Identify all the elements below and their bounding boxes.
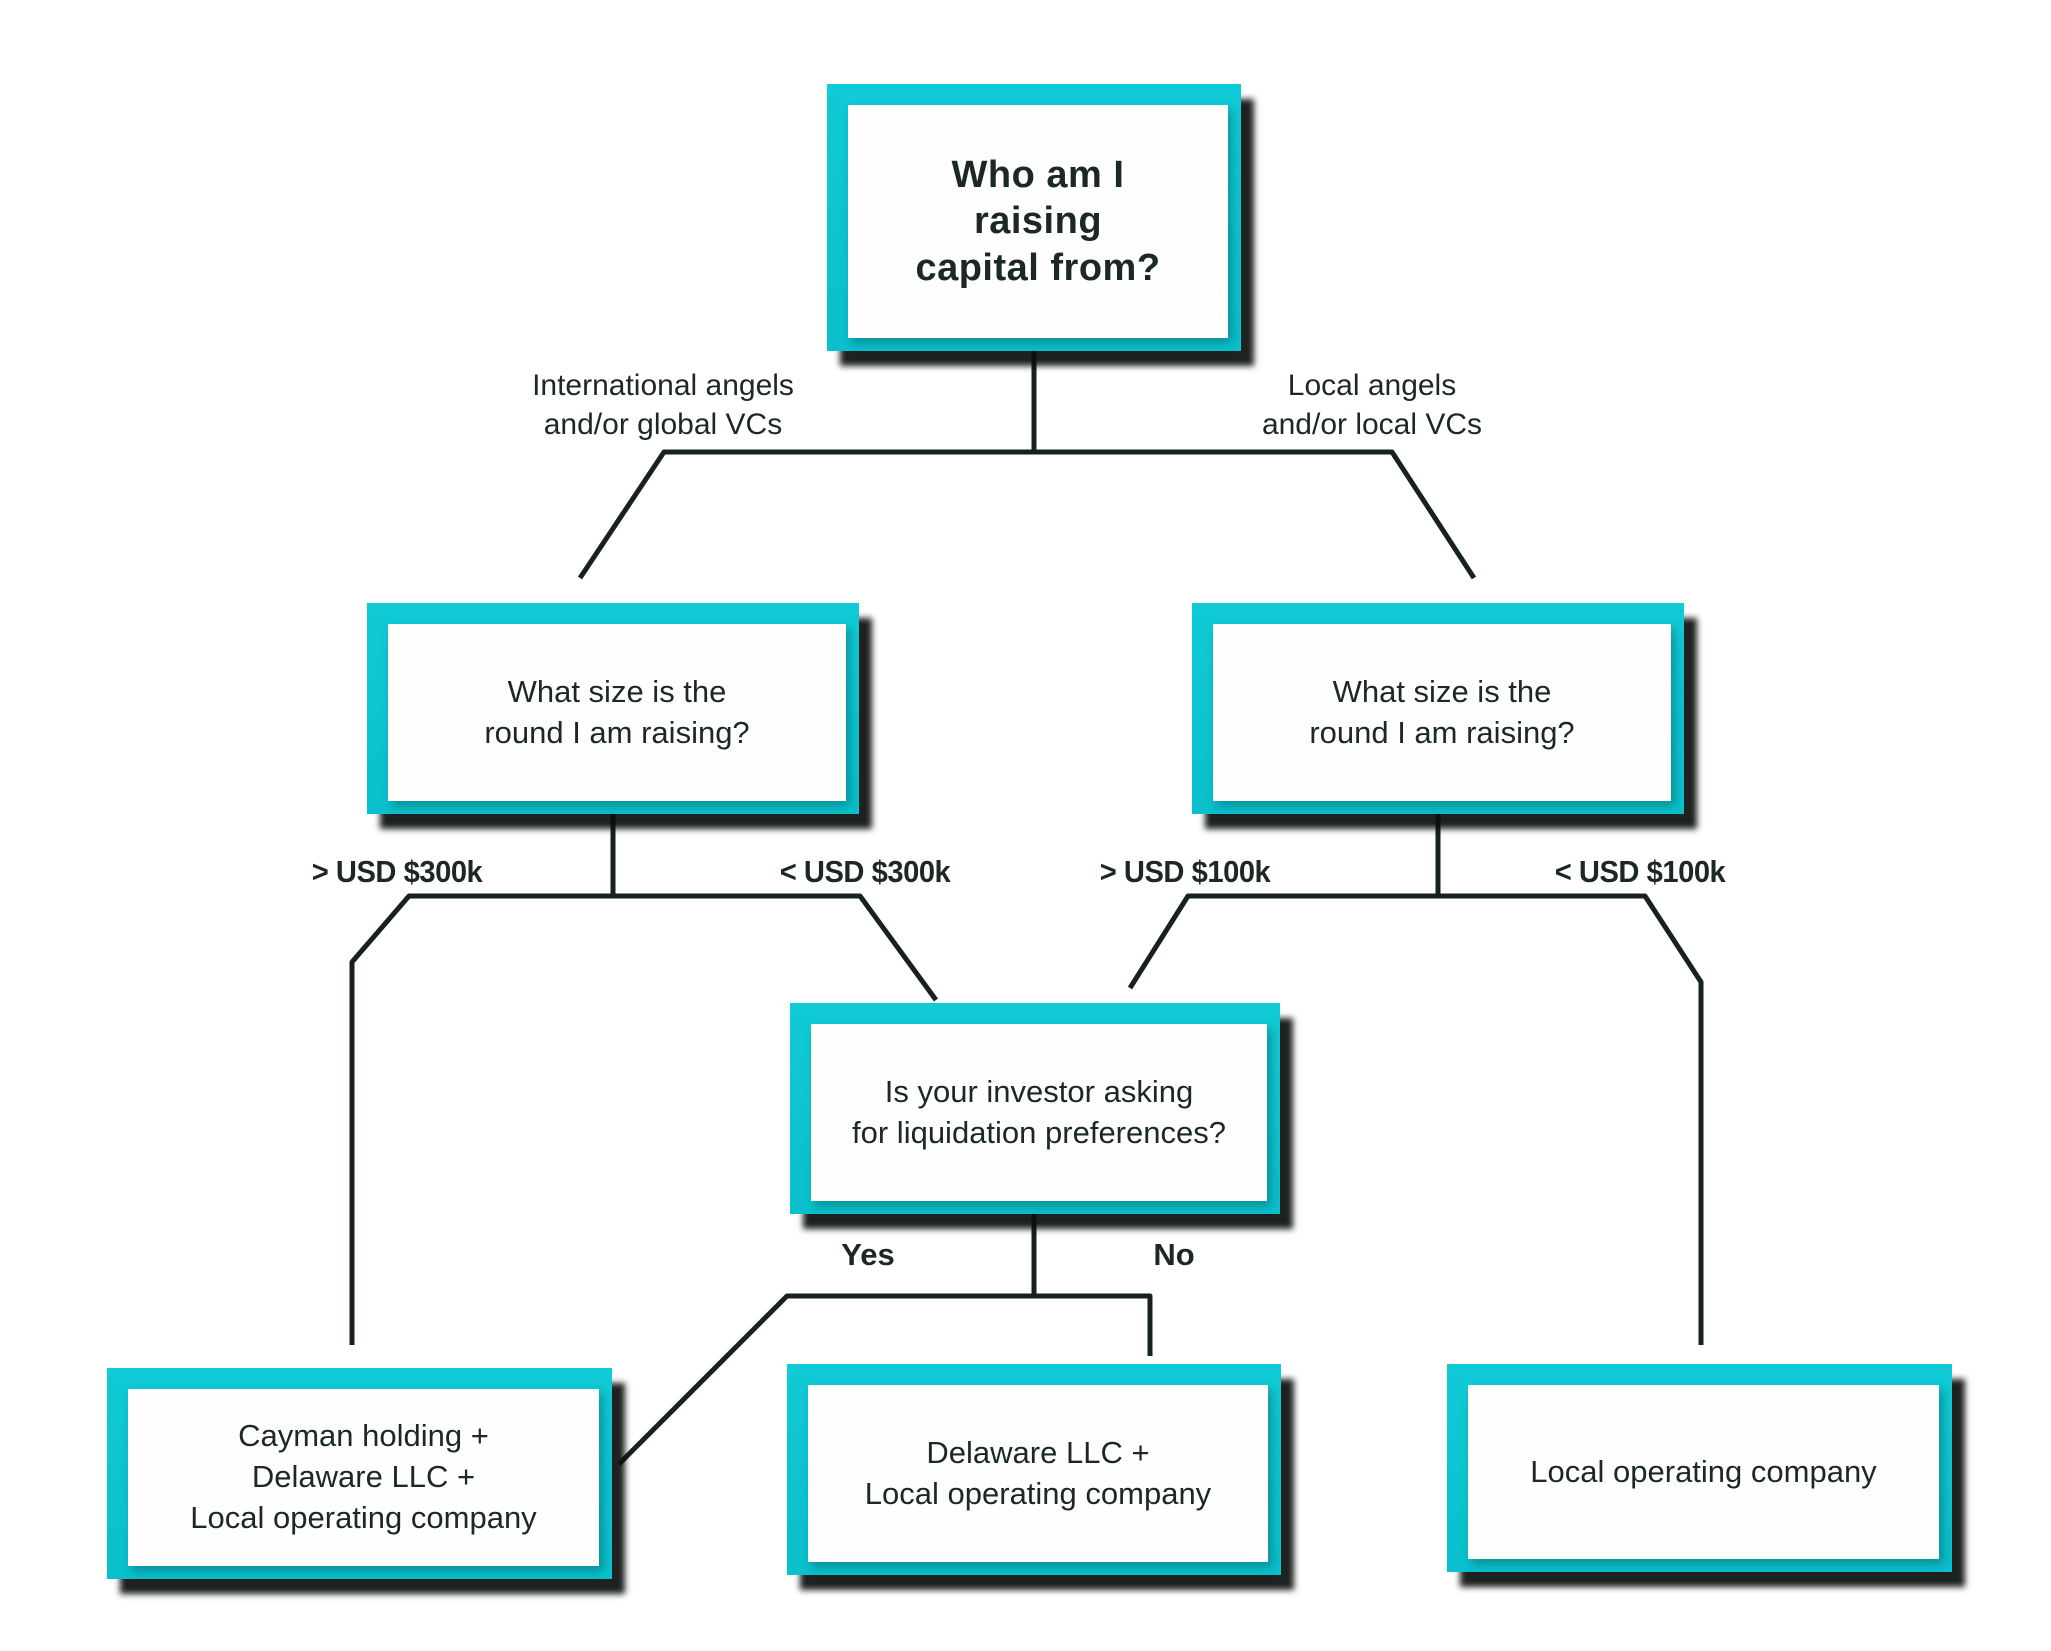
edge-label-no: No [1153, 1237, 1195, 1272]
node-root-question: Who am I raising capital from? [827, 84, 1241, 351]
node-round-size-international-card: What size is the round I am raising? [388, 624, 846, 801]
connector-size-right-split [1127, 893, 1704, 1345]
connector-root-split [577, 449, 1477, 580]
node-round-size-international-label: What size is the round I am raising? [484, 673, 750, 750]
node-outcome-cayman-structure: Cayman holding + Delaware LLC + Local op… [107, 1368, 612, 1579]
node-root-question-card: Who am I raising capital from? [848, 105, 1228, 338]
node-outcome-delaware-structure-card: Delaware LLC + Local operating company [808, 1385, 1268, 1562]
edge-label-lt-100k: < USD $100k [1554, 854, 1726, 889]
node-outcome-local-company-card: Local operating company [1468, 1385, 1939, 1559]
node-root-question-label: Who am I raising capital from? [915, 153, 1161, 289]
connector-liquidation-split [617, 1293, 1153, 1466]
node-outcome-delaware-structure-label: Delaware LLC + Local operating company [864, 1434, 1212, 1511]
node-round-size-local-label: What size is the round I am raising? [1309, 673, 1575, 750]
edge-label-international-angels: International angels and/or global VCs [532, 369, 794, 441]
node-round-size-local-card: What size is the round I am raising? [1213, 624, 1671, 801]
node-liquidation-question-label: Is your investor asking for liquidation … [852, 1073, 1226, 1150]
node-round-size-local: What size is the round I am raising? [1192, 603, 1684, 814]
node-liquidation-question: Is your investor asking for liquidation … [790, 1003, 1280, 1214]
node-outcome-local-company-label: Local operating company [1530, 1453, 1877, 1489]
node-outcome-local-company: Local operating company [1447, 1364, 1952, 1572]
edge-label-gt-100k: > USD $100k [1099, 854, 1271, 889]
edge-label-lt-300k: < USD $300k [779, 854, 951, 889]
connector-size-left-split [349, 893, 939, 1345]
edge-label-gt-300k: > USD $300k [311, 854, 483, 889]
node-round-size-international: What size is the round I am raising? [367, 603, 859, 814]
node-outcome-delaware-structure: Delaware LLC + Local operating company [787, 1364, 1281, 1575]
node-liquidation-question-card: Is your investor asking for liquidation … [811, 1024, 1267, 1201]
node-outcome-cayman-structure-card: Cayman holding + Delaware LLC + Local op… [128, 1389, 599, 1566]
node-outcome-cayman-structure-label: Cayman holding + Delaware LLC + Local op… [190, 1418, 537, 1535]
edge-label-yes: Yes [841, 1237, 895, 1272]
edge-label-local-angels: Local angels and/or local VCs [1261, 369, 1483, 441]
